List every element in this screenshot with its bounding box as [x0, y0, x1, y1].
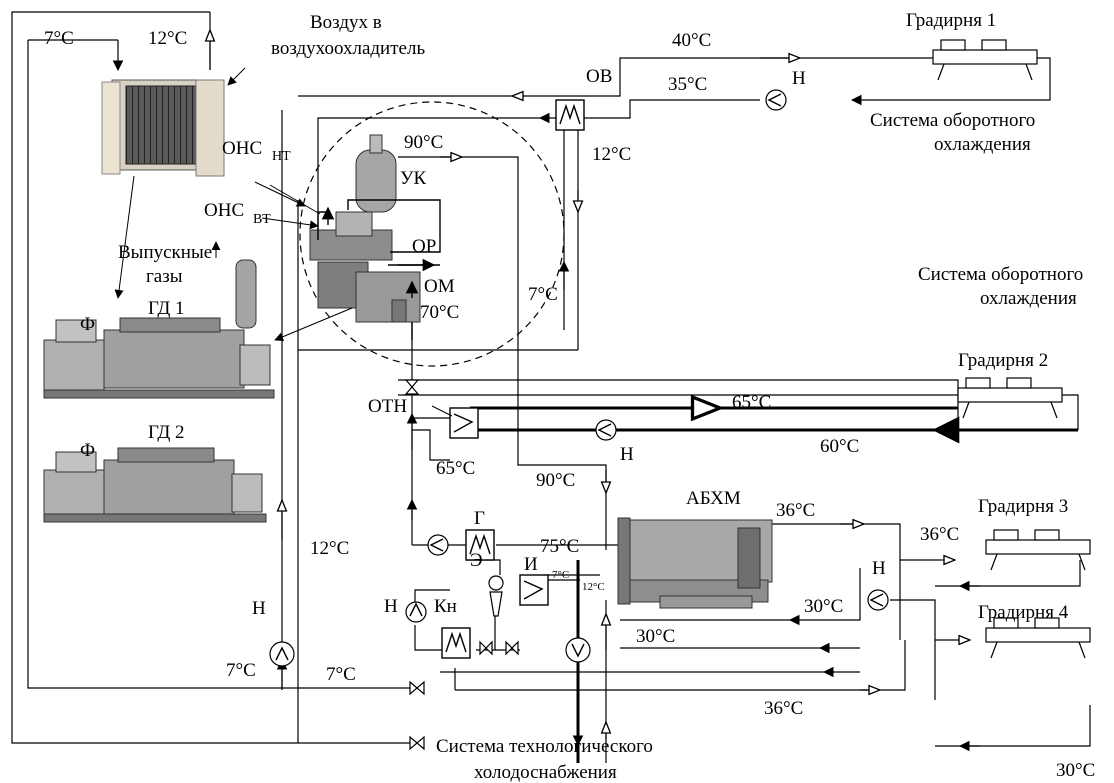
label-ons-vt-sub: ВТ	[253, 212, 271, 227]
label-filter-2: Ф	[80, 440, 95, 461]
label-ov: ОВ	[586, 66, 612, 87]
cooling-tower-1	[933, 40, 1037, 80]
heat-exchanger-ov	[556, 100, 584, 130]
cooling-tower-3	[986, 530, 1090, 570]
label-ons-ht: ОНС	[222, 138, 262, 159]
temp-36-g3: 36°C	[920, 524, 959, 545]
temp-90-top: 90°C	[404, 132, 443, 153]
label-exhaust-line2: газы	[146, 266, 183, 287]
label-recirc-2-line2: охлаждения	[980, 288, 1077, 309]
label-pump-h5: Н	[872, 558, 886, 579]
label-om: ОМ	[424, 276, 455, 297]
temp-7-top: 7°C	[44, 28, 74, 49]
label-pump-h4: Н	[384, 596, 398, 617]
temp-30-bottom: 30°C	[1056, 760, 1095, 781]
pump-12	[566, 638, 590, 662]
temp-30-right: 30°C	[804, 596, 843, 617]
label-pump-h1: Н	[792, 68, 806, 89]
temp-65-top: 65°C	[732, 392, 771, 413]
label-cooling-tower-3: Градирня 3	[978, 496, 1068, 517]
temp-7-i: 7°C	[552, 569, 569, 581]
temp-75: 75°C	[540, 536, 579, 557]
temp-12-i: 12°C	[582, 581, 605, 593]
temp-12-top: 12°C	[148, 28, 187, 49]
label-recirc-1-line2: охлаждения	[934, 134, 1031, 155]
label-air-line1: Воздух в	[310, 12, 382, 33]
label-i: И	[524, 554, 538, 575]
label-or: ОР	[412, 236, 436, 257]
temp-7-mid: 7°C	[528, 284, 558, 305]
heat-exchanger-kn	[442, 628, 470, 658]
label-kn: Кн	[434, 596, 457, 617]
label-cooling-tower-4: Градирня 4	[978, 602, 1069, 623]
temp-36-bottom: 36°C	[764, 698, 803, 719]
temp-70: 70°C	[420, 302, 459, 323]
air-cooler	[102, 80, 224, 176]
heat-exchanger-otn	[450, 408, 478, 438]
pump-h3	[270, 642, 294, 666]
temp-40: 40°C	[672, 30, 711, 51]
temp-36-top: 36°C	[776, 500, 815, 521]
label-cooling-tower-1: Градирня 1	[906, 10, 996, 31]
label-filter-1: Ф	[80, 314, 95, 335]
temp-12-left: 12°C	[310, 538, 349, 559]
label-uk: УК	[400, 168, 426, 189]
temp-60: 60°C	[820, 436, 859, 457]
label-ons-vt: ОНС	[204, 200, 244, 221]
label-otn: ОТН	[368, 396, 407, 417]
temp-7-low: 7°C	[326, 664, 356, 685]
temp-7-low-left: 7°C	[226, 660, 256, 681]
label-e: Э	[470, 550, 483, 571]
cooling-tower-4	[986, 618, 1090, 658]
label-recirc-1-line1: Система оборотного	[870, 110, 1035, 131]
label-process-line1: Система технологического	[436, 736, 653, 757]
label-exhaust-line1: Выпускные	[118, 242, 212, 263]
label-air-line2: воздухоохладитель	[271, 38, 425, 59]
temp-12-ov: 12°C	[592, 144, 631, 165]
temp-90-mid: 90°C	[536, 470, 575, 491]
label-gen-2: ГД 2	[148, 422, 185, 443]
label-abhm: АБХМ	[686, 488, 741, 509]
absorption-chiller	[618, 518, 772, 608]
temp-65-otn: 65°C	[436, 458, 475, 479]
cooling-tower-2	[958, 378, 1062, 418]
temp-35: 35°C	[668, 74, 707, 95]
label-cooling-tower-2: Градирня 2	[958, 350, 1048, 371]
engine-detail	[310, 135, 420, 322]
label-ons-ht-sub: НТ	[272, 149, 291, 164]
label-pump-h3: Н	[252, 598, 266, 619]
generator-2	[44, 448, 266, 522]
label-g: Г	[474, 508, 485, 529]
label-recirc-2-line1: Система оборотного	[918, 264, 1083, 285]
heat-exchanger-i	[520, 575, 548, 605]
temp-30-mid: 30°C	[636, 626, 675, 647]
label-process-line2: холодоснабжения	[474, 762, 617, 783]
ejector	[489, 576, 503, 616]
label-gen-1: ГД 1	[148, 298, 185, 319]
label-pump-h2: Н	[620, 444, 634, 465]
